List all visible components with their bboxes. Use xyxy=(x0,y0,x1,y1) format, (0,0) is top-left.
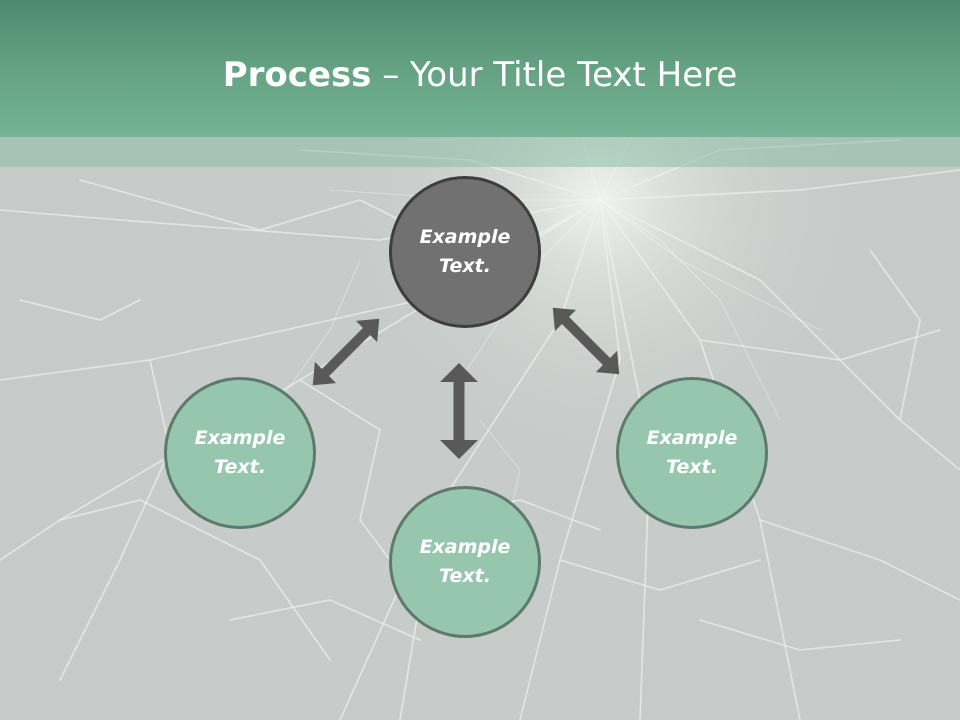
node-left-text: Example Text. xyxy=(194,427,286,478)
node-bottom-text: Example Text. xyxy=(419,536,511,587)
double-arrow-icon-left xyxy=(312,318,380,386)
node-center-text: Example Text. xyxy=(419,226,511,277)
double-arrow-icon-bottom xyxy=(440,363,478,459)
title-strong: Process xyxy=(222,55,372,95)
process-node-center: Example Text. xyxy=(389,176,541,328)
double-arrow-icon-right xyxy=(552,307,620,375)
node-right-text: Example Text. xyxy=(646,427,738,478)
title-subband xyxy=(0,137,960,167)
slide-title: Process – Your Title Text Here xyxy=(0,52,960,98)
process-node-bottom: Example Text. xyxy=(389,486,541,638)
process-node-left: Example Text. xyxy=(164,377,316,529)
process-node-right: Example Text. xyxy=(616,377,768,529)
title-bar xyxy=(0,0,960,137)
title-rest: – Your Title Text Here xyxy=(371,55,738,95)
